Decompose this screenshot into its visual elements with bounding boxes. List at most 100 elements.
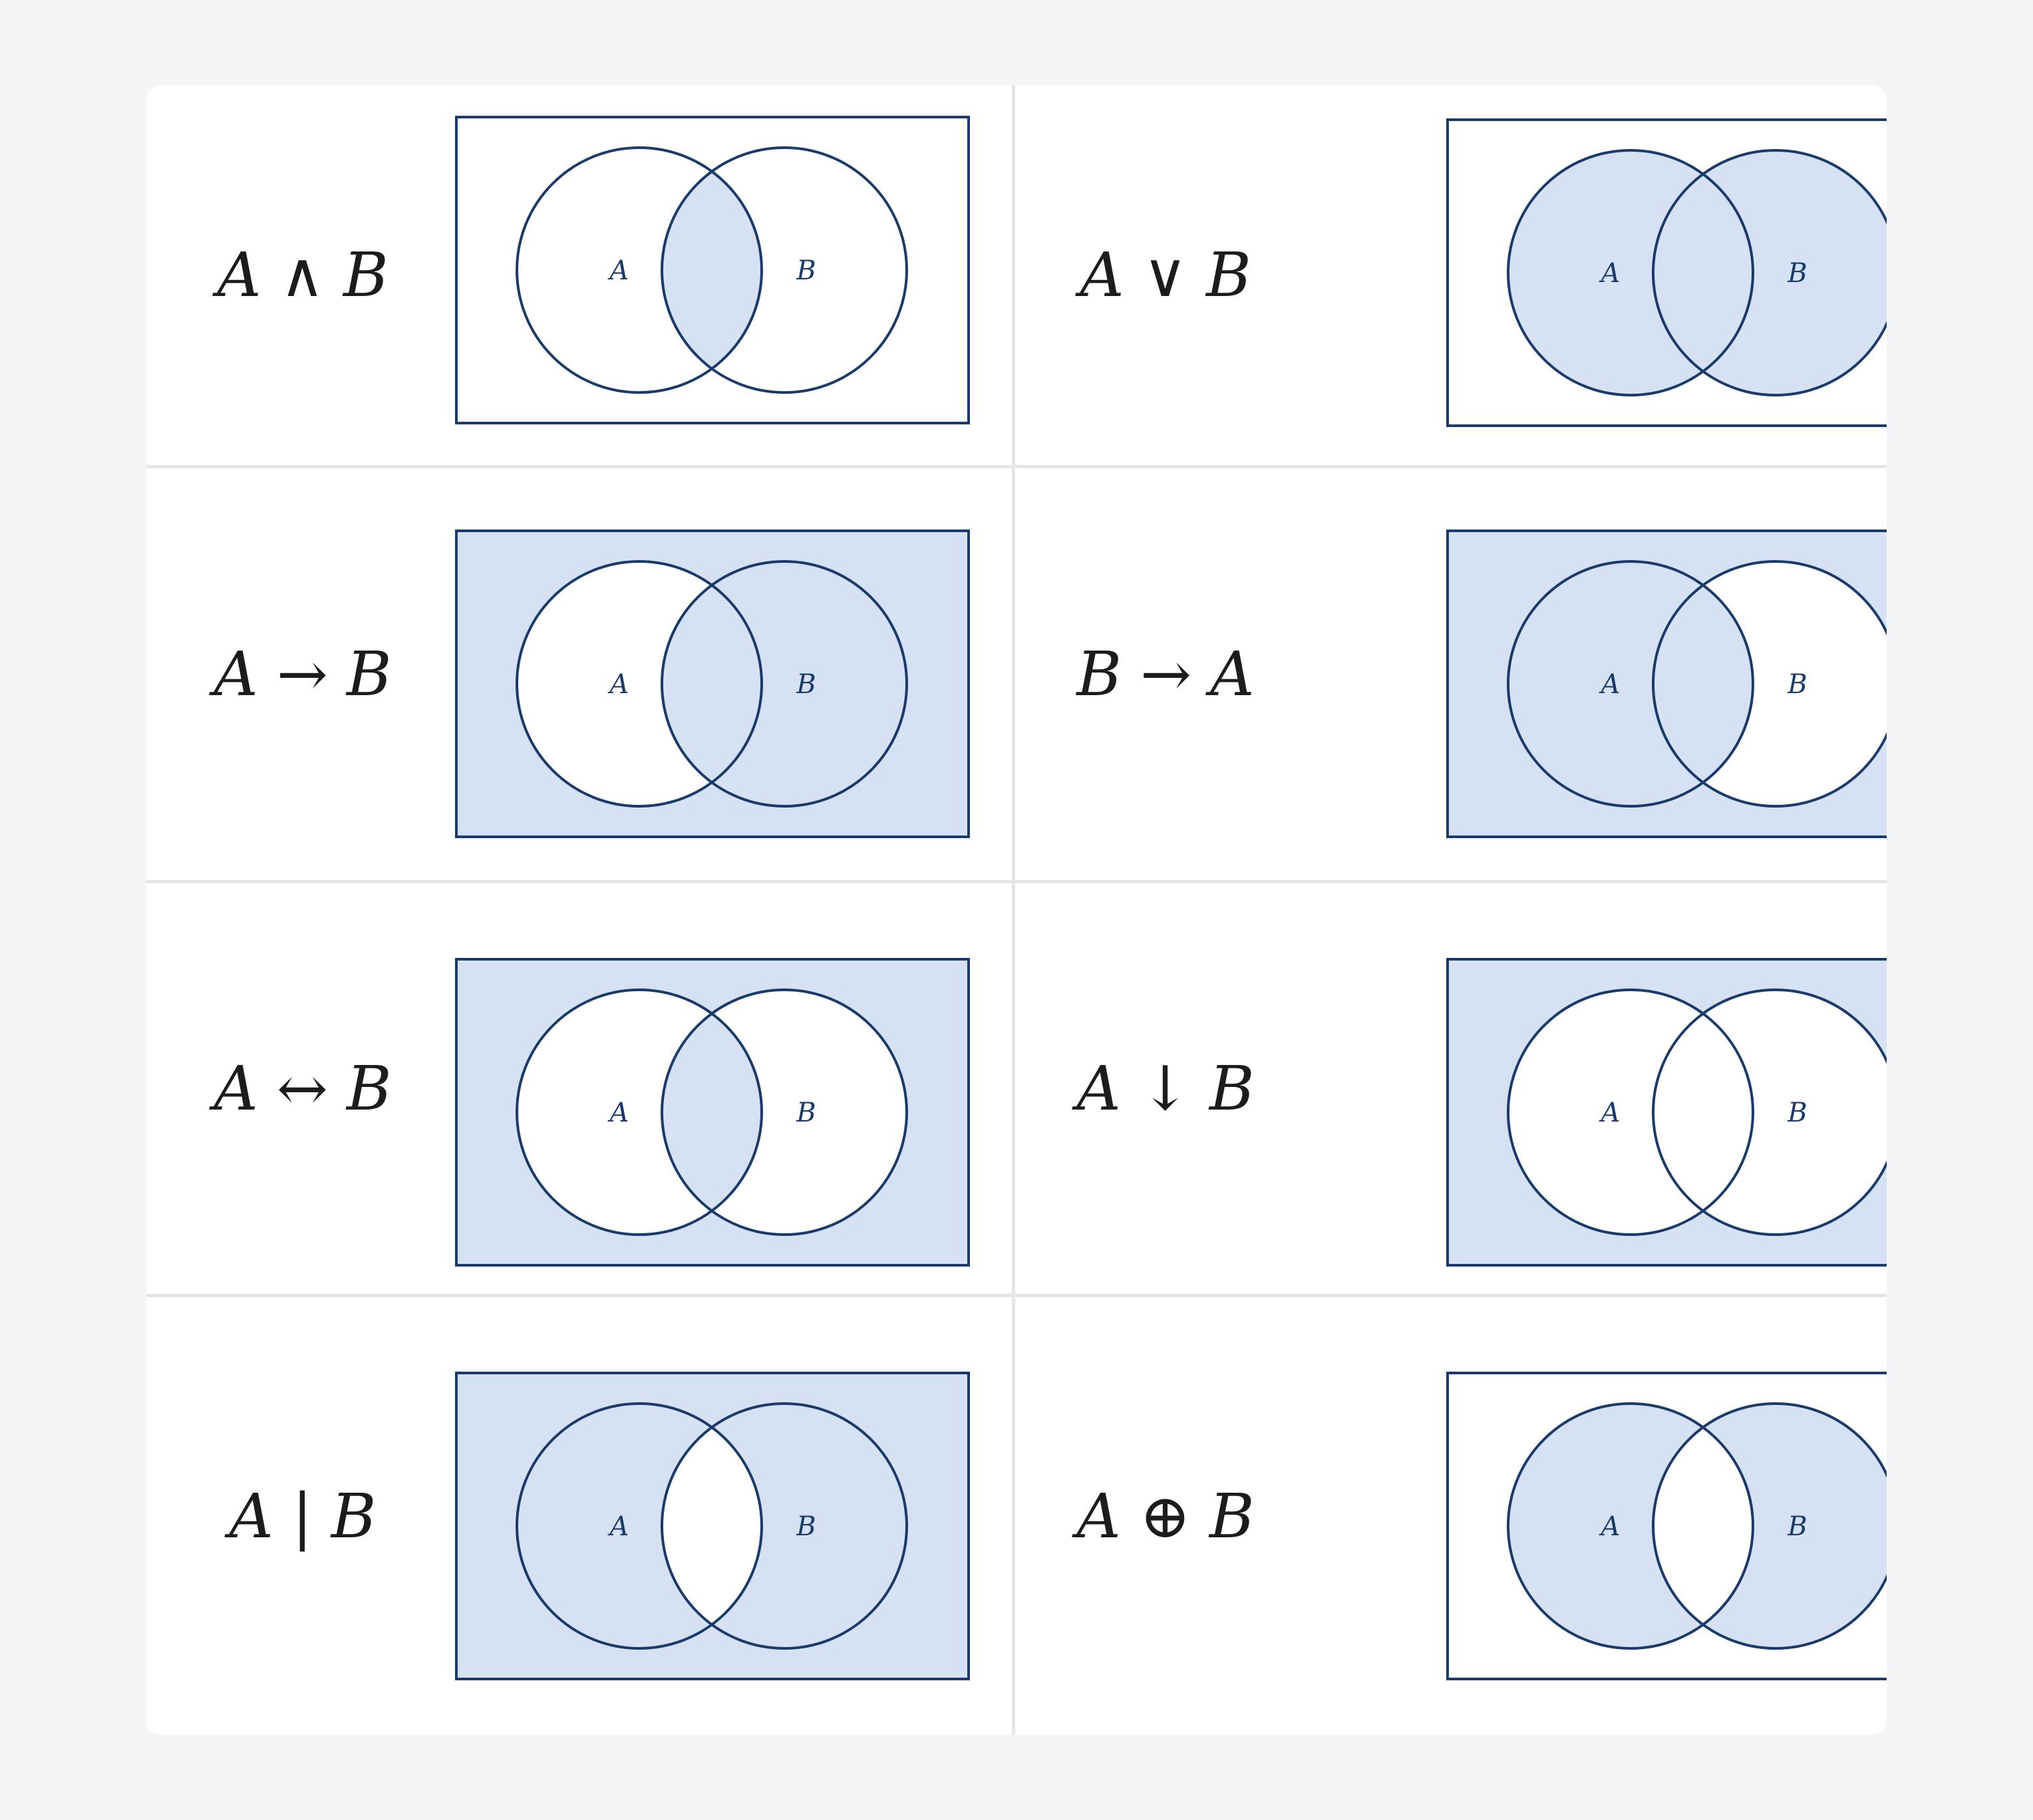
set-b-label: B bbox=[796, 1511, 816, 1542]
intersection-region bbox=[662, 990, 762, 1235]
formula-left-operand: A bbox=[1080, 239, 1124, 311]
set-b-outline bbox=[661, 146, 908, 394]
set-b-outline bbox=[1652, 149, 1887, 396]
formula-left-operand: A bbox=[1076, 1053, 1121, 1124]
formula-left-operand: A bbox=[229, 1480, 273, 1552]
or-operator: ∨ bbox=[1142, 239, 1188, 311]
intersection-region bbox=[662, 148, 762, 392]
intersection-region bbox=[1653, 561, 1753, 806]
set-b-outline bbox=[661, 988, 908, 1236]
set-b-label: B bbox=[1787, 669, 1807, 700]
formula-left-operand: B bbox=[1076, 639, 1122, 710]
set-a-label: A bbox=[1599, 669, 1621, 700]
set-a-outline bbox=[516, 560, 763, 808]
formula-or: A∨B bbox=[1052, 85, 1279, 465]
set-a-outline bbox=[1507, 560, 1754, 808]
formula-converse: B → A bbox=[1052, 468, 1279, 880]
set-b-label: B bbox=[796, 255, 816, 286]
set-b-label: B bbox=[1787, 1098, 1807, 1128]
universe-border bbox=[1446, 1372, 1887, 1680]
set-a-outline bbox=[516, 988, 763, 1236]
set-b-outline bbox=[1652, 988, 1887, 1236]
formula-right-operand: B bbox=[346, 639, 392, 710]
set-a-label: A bbox=[607, 1098, 629, 1128]
formula-nor: A↓B bbox=[1052, 883, 1279, 1294]
formula-left-operand: A bbox=[214, 1053, 258, 1124]
set-a-outline bbox=[1507, 1402, 1754, 1650]
set-a-label: A bbox=[607, 669, 629, 700]
universe-border bbox=[1446, 530, 1887, 838]
formula-right-operand: B bbox=[331, 1480, 377, 1552]
nand-operator: | bbox=[291, 1480, 313, 1552]
set-a-outline bbox=[1507, 988, 1754, 1236]
set-b-label: B bbox=[1787, 258, 1807, 289]
formula-left-operand: A bbox=[214, 639, 258, 710]
converse-operator: → bbox=[1140, 639, 1192, 710]
universe-border bbox=[455, 116, 970, 424]
set-a-outline bbox=[516, 146, 763, 394]
intersection-region bbox=[1653, 990, 1753, 1235]
set-a-label: A bbox=[1599, 258, 1621, 289]
set-b-outline bbox=[661, 1402, 908, 1650]
set-b-outline bbox=[1652, 560, 1887, 808]
set-b-outline bbox=[1652, 1402, 1887, 1650]
set-b-outline bbox=[661, 560, 908, 808]
universe-border bbox=[455, 958, 970, 1267]
set-b-label: B bbox=[796, 669, 816, 700]
intersection-region bbox=[662, 1404, 762, 1648]
formula-xor: A⊕B bbox=[1052, 1297, 1279, 1735]
implies-operator: → bbox=[276, 639, 328, 710]
set-b-label: B bbox=[1787, 1511, 1807, 1542]
xor-operator: ⊕ bbox=[1139, 1480, 1191, 1552]
and-operator: ∧ bbox=[279, 239, 325, 311]
set-a-outline bbox=[516, 1402, 763, 1650]
set-a-label: A bbox=[1599, 1098, 1621, 1128]
set-a-label: A bbox=[607, 1511, 629, 1542]
formula-right-operand: B bbox=[1209, 1053, 1255, 1124]
formula-right-operand: B bbox=[343, 239, 389, 311]
formula-right-operand: B bbox=[346, 1053, 392, 1124]
formula-left-operand: A bbox=[217, 239, 261, 311]
universe-border bbox=[1446, 118, 1887, 427]
formula-implies: A → B bbox=[186, 468, 419, 880]
set-a-outline bbox=[1507, 149, 1754, 396]
formula-nand: A|B bbox=[186, 1297, 419, 1735]
iff-operator: ↔ bbox=[276, 1053, 328, 1124]
set-a-label: A bbox=[1599, 1511, 1621, 1542]
formula-right-operand: B bbox=[1209, 1480, 1255, 1552]
formula-left-operand: A bbox=[1076, 1480, 1121, 1552]
set-a-label: A bbox=[607, 255, 629, 286]
formula-right-operand: A bbox=[1210, 639, 1255, 710]
formula-iff: A ↔ B bbox=[186, 883, 419, 1294]
intersection-region bbox=[1653, 150, 1753, 395]
universe-border bbox=[455, 530, 970, 838]
intersection-region bbox=[1653, 1404, 1753, 1648]
universe-border bbox=[455, 1372, 970, 1680]
universe-border bbox=[1446, 958, 1887, 1267]
formula-right-operand: B bbox=[1206, 239, 1251, 311]
